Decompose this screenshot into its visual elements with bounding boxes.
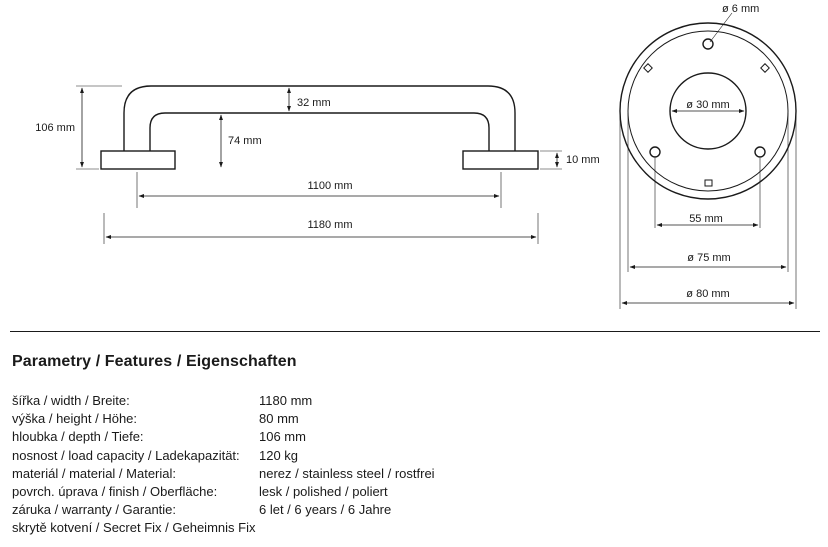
spec-label: výška / height / Höhe:	[12, 411, 138, 427]
hole-diameter-label: ø 6 mm	[722, 3, 759, 15]
mid-diameter-label: ø 75 mm	[687, 252, 730, 264]
hole-spacing-label: 55 mm	[689, 213, 723, 225]
front-view: 106 mm 32 mm 74 mm 10 mm 1100 mm 1180 mm	[35, 85, 600, 244]
bar-outer-outline	[123, 85, 516, 151]
specs-table: šířka / width / Breite: 1180 mm výška / …	[12, 392, 435, 538]
spec-row-warranty: záruka / warranty / Garantie: 6 let / 6 …	[12, 501, 435, 519]
base-dimension-label: 10 mm	[566, 154, 600, 166]
spec-label: hloubka / depth / Tiefe:	[12, 429, 144, 445]
depth-dimension-label: 106 mm	[35, 122, 75, 134]
notch-upper-right	[760, 63, 770, 73]
leg-dimension-label: 74 mm	[228, 135, 262, 147]
section-title: Parametry / Features / Eigenschaften	[12, 353, 297, 370]
spec-label: materiál / material / Material:	[12, 465, 176, 481]
notch-upper-left	[643, 63, 653, 73]
mounting-hole-left	[649, 146, 661, 158]
spec-label: šířka / width / Breite:	[12, 393, 130, 408]
spec-row-depth: hloubka / depth / Tiefe: 106 mm	[12, 428, 435, 446]
spec-row-height: výška / height / Höhe: 80 mm	[12, 410, 435, 428]
base-plate-right	[462, 150, 539, 170]
spec-label: skrytě kotvení / Secret Fix / Geheimnis …	[12, 520, 256, 536]
outer-diameter-label: ø 80 mm	[686, 288, 729, 300]
spec-row-material: materiál / material / Material: nerez / …	[12, 465, 435, 483]
spec-value: nerez / stainless steel / rostfrei	[259, 465, 435, 481]
notch-bottom	[704, 179, 713, 187]
side-view: ø 6 mm ø 30 mm 55 mm ø 75 mm ø 80 mm	[619, 3, 797, 309]
rosette-outer-circle	[619, 22, 797, 200]
spec-value: 80 mm	[259, 411, 299, 427]
spec-label: záruka / warranty / Garantie:	[12, 502, 177, 518]
mounting-hole-top	[702, 38, 714, 50]
outer-width-dimension-label: 1180 mm	[307, 219, 352, 231]
spec-value: 1180 mm	[259, 393, 313, 408]
spec-value: lesk / polished / poliert	[259, 483, 388, 499]
center-diameter-label: ø 30 mm	[686, 99, 729, 111]
spec-row-load-capacity: nosnost / load capacity / Ladekapazität:…	[12, 447, 435, 465]
clearance-dimension-label: 32 mm	[297, 97, 331, 109]
spec-value: 106 mm	[259, 429, 306, 445]
spec-row-width: šířka / width / Breite: 1180 mm	[12, 392, 435, 410]
technical-drawing: 106 mm 32 mm 74 mm 10 mm 1100 mm 1180 mm	[35, 3, 797, 309]
spec-row-secret-fix: skrytě kotvení / Secret Fix / Geheimnis …	[12, 519, 435, 537]
rosette-center-circle	[669, 72, 747, 150]
spec-label: povrch. úprava / finish / Oberfläche:	[12, 483, 218, 499]
section-divider	[10, 331, 820, 332]
inner-width-dimension-label: 1100 mm	[307, 180, 352, 192]
mounting-hole-right	[754, 146, 766, 158]
spec-value: 6 let / 6 years / 6 Jahre	[259, 502, 392, 518]
bar-inner-outline	[149, 112, 490, 151]
spec-label: nosnost / load capacity / Ladekapazität:	[12, 447, 240, 463]
rosette-middle-circle	[627, 30, 789, 192]
base-plate-left	[100, 150, 176, 170]
spec-row-finish: povrch. úprava / finish / Oberfläche: le…	[12, 483, 435, 501]
spec-value: 120 kg	[259, 447, 299, 463]
